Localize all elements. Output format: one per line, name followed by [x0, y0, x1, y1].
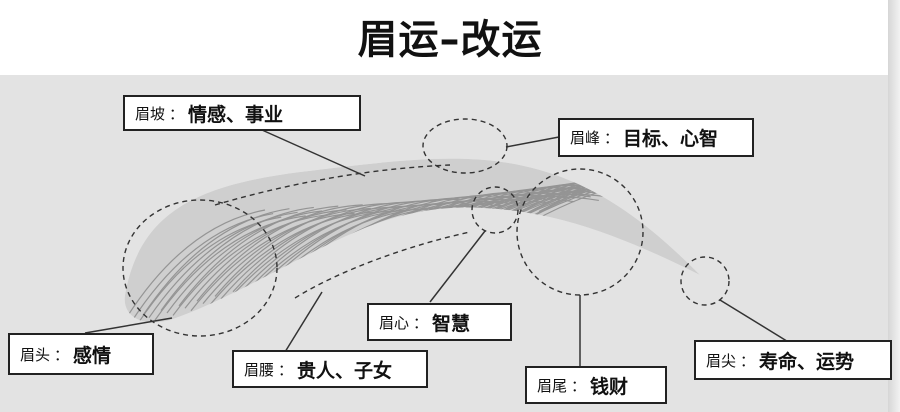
label-meifeng-name: 眉峰	[570, 129, 601, 147]
label-meifeng-separator: ：	[604, 129, 620, 147]
leader-meipo	[261, 129, 366, 177]
brow-hair-stroke	[196, 204, 363, 302]
label-meitou-name: 眉头	[20, 345, 51, 364]
leader-meitou	[84, 317, 173, 334]
zone-meixin-circle	[471, 186, 519, 234]
brow-hair-stroke	[172, 213, 331, 316]
label-meipo-meaning: 情感、事业	[188, 103, 284, 126]
leader-meifeng	[505, 136, 560, 148]
brow-hair-stroke	[184, 209, 347, 309]
label-meitou: 眉头：感情	[8, 333, 154, 375]
label-meiyao-meaning: 贵人、子女	[297, 359, 393, 382]
brow-hair-stroke	[202, 207, 371, 304]
brow-hair-stroke	[178, 205, 339, 307]
zone-meiwei-circle	[516, 168, 644, 296]
leader-meixin	[429, 230, 486, 303]
brow-hair-stroke	[124, 209, 266, 321]
page-edge-shadow	[888, 0, 900, 412]
brow-hair-stroke	[232, 201, 412, 293]
leader-meiyao	[284, 291, 323, 353]
label-meipo-separator: ：	[169, 104, 185, 123]
label-meiwei-name: 眉尾	[537, 376, 568, 395]
zone-meijian-circle	[680, 256, 730, 306]
leader-meijian	[719, 299, 791, 344]
brow-hair-stroke	[250, 200, 437, 288]
label-meipo-name: 眉坡	[135, 104, 166, 123]
page-title: 眉运–改运	[357, 17, 543, 63]
label-meixin-separator: ：	[413, 313, 429, 332]
label-meijian-meaning: 寿命、运势	[759, 350, 855, 373]
label-meijian-name: 眉尖	[706, 351, 737, 370]
label-meifeng: 眉峰：目标、心智	[558, 118, 754, 157]
brow-hair-stroke	[238, 205, 420, 295]
zone-meifeng-circle	[422, 118, 508, 174]
label-meijian: 眉尖：寿命、运势	[694, 340, 892, 380]
brow-hair-stroke	[190, 212, 355, 312]
label-meipo: 眉坡：情感、事业	[123, 95, 361, 131]
label-meitou-meaning: 感情	[73, 344, 112, 367]
label-meiyao-name: 眉腰	[244, 360, 275, 379]
brow-hair-stroke	[154, 215, 306, 321]
label-meitou-separator: ：	[54, 345, 70, 364]
label-meixin: 眉心：智慧	[367, 303, 512, 341]
brow-lower-dashed-edge	[294, 231, 471, 299]
brow-hair-stroke	[160, 206, 314, 311]
label-meiwei-separator: ：	[571, 376, 587, 395]
brow-hair-stroke	[142, 208, 290, 316]
brow-hair-stroke	[214, 202, 388, 297]
brow-hair-stroke	[166, 210, 323, 314]
brow-hair-stroke	[148, 211, 298, 319]
label-meixin-meaning: 智慧	[432, 312, 471, 335]
label-meiwei-meaning: 钱财	[590, 375, 629, 398]
label-meiyao-separator: ：	[278, 360, 294, 379]
label-meixin-name: 眉心	[379, 313, 410, 332]
label-meiwei: 眉尾：钱财	[525, 366, 667, 404]
label-meijian-separator: ：	[740, 351, 756, 370]
brow-upper-dashed-edge	[214, 164, 451, 206]
label-meiyao: 眉腰：贵人、子女	[232, 350, 428, 388]
label-meifeng-meaning: 目标、心智	[623, 128, 719, 150]
zone-meitou-circle	[122, 199, 278, 337]
